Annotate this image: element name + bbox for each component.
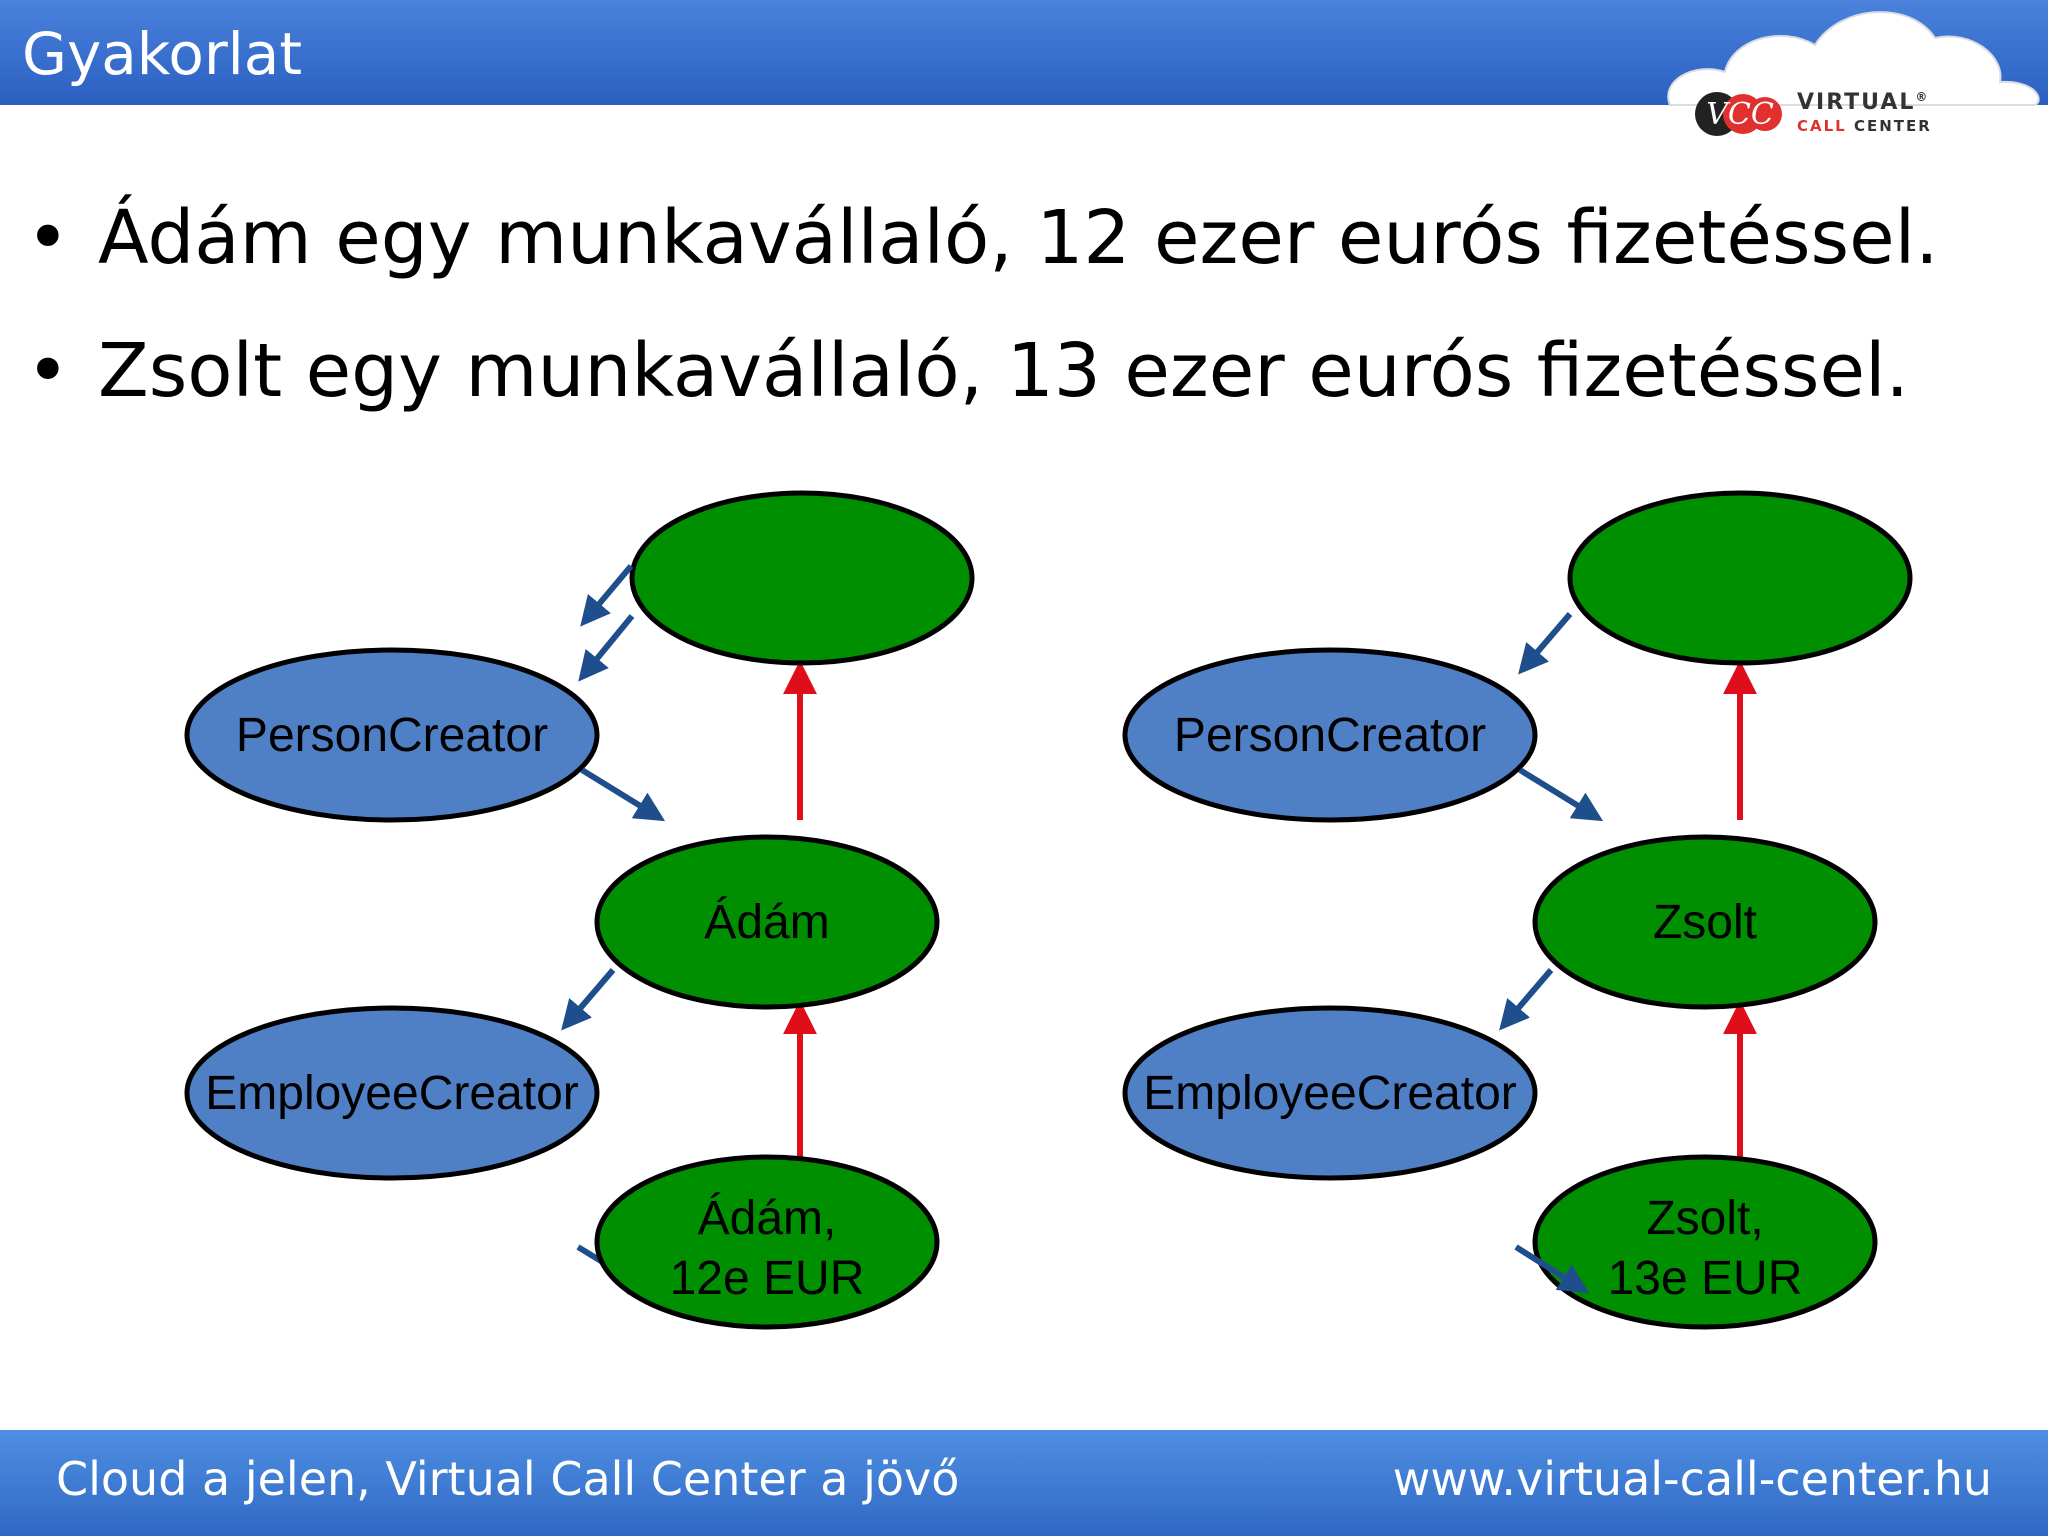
bottom-node-label-line1: Zsolt, bbox=[1646, 1192, 1763, 1245]
bottom-node-label-line1: Ádám, bbox=[698, 1192, 837, 1245]
employee-creator-node bbox=[184, 1005, 600, 1181]
bottom-node-label-line2: 12e EUR bbox=[670, 1252, 865, 1305]
arrow-to-employee-creator bbox=[1499, 968, 1554, 1031]
person-creator-label: PersonCreator bbox=[1174, 709, 1486, 762]
arrow-from-top-node bbox=[1518, 612, 1573, 675]
bullet-item-2: • Zsolt egy munkavállaló, 13 ezer eurós f… bbox=[26, 328, 1909, 414]
logo-text-virtual: VIRTUAL® bbox=[1797, 90, 1929, 115]
diagram-adam: PersonCreator Ádám EmployeeCreator Ádám,… bbox=[184, 490, 975, 1330]
arrow-to-employee-creator bbox=[561, 968, 616, 1031]
bullet-dot-icon: • bbox=[26, 328, 70, 414]
person-creator-label: PersonCreator bbox=[236, 709, 548, 762]
slide-header-bar: Gyakorlat bbox=[0, 0, 2048, 105]
logo-center-word: CENTER bbox=[1853, 117, 1932, 135]
slide-title: Gyakorlat bbox=[22, 20, 303, 88]
employee-creator-label: EmployeeCreator bbox=[1143, 1067, 1517, 1120]
bottom-node-label-line2: 13e EUR bbox=[1608, 1252, 1803, 1305]
arrow-to-person-creator bbox=[578, 614, 635, 682]
bottom-node bbox=[1532, 1154, 1878, 1330]
logo-registered-mark: ® bbox=[1915, 90, 1930, 104]
diagram-zsolt: PersonCreator Zsolt EmployeeCreator Zsol… bbox=[1122, 490, 1913, 1330]
arrow-to-middle-node bbox=[580, 767, 666, 822]
top-node bbox=[629, 490, 975, 666]
cloud-shape bbox=[1667, 11, 2040, 106]
middle-node bbox=[1532, 834, 1878, 1010]
vcc-logo-icon: VCC bbox=[1695, 92, 1782, 136]
slide-footer-bar: Cloud a jelen, Virtual Call Center a jöv… bbox=[0, 1430, 2048, 1536]
bullet-item-1: • Ádám egy munkavállaló, 12 ezer eurós fi… bbox=[26, 195, 1939, 281]
logo-text-call-center: CALL CENTER bbox=[1797, 117, 1932, 135]
object-diagrams: PersonCreator Ádám EmployeeCreator Ádám,… bbox=[184, 490, 1913, 1330]
employee-creator-node bbox=[1122, 1005, 1538, 1181]
arrow-to-bottom-node bbox=[1514, 1244, 1590, 1294]
footer-slogan: Cloud a jelen, Virtual Call Center a jöv… bbox=[56, 1452, 960, 1506]
bullet-text-2: Zsolt egy munkavállaló, 13 ezer eurós fi… bbox=[98, 328, 1910, 414]
person-creator-node bbox=[184, 647, 600, 823]
person-creator-node bbox=[1122, 647, 1538, 823]
logo-mark-text: VCC bbox=[1706, 97, 1774, 132]
bullet-text-1: Ádám egy munkavállaló, 12 ezer eurós fiz… bbox=[98, 195, 1939, 281]
logo-call-word: CALL bbox=[1797, 117, 1847, 135]
middle-node bbox=[594, 834, 940, 1010]
employee-creator-label: EmployeeCreator bbox=[205, 1067, 579, 1120]
middle-node-label: Zsolt bbox=[1653, 896, 1757, 949]
bullet-dot-icon: • bbox=[26, 195, 70, 281]
middle-node-label: Ádám bbox=[704, 896, 829, 949]
arrow-to-middle-node bbox=[1518, 767, 1604, 822]
arrow-from-top-node bbox=[580, 564, 634, 627]
footer-website: www.virtual-call-center.hu bbox=[1392, 1452, 1992, 1506]
bottom-node bbox=[594, 1154, 940, 1330]
logo-virtual-word: VIRTUAL bbox=[1797, 90, 1916, 115]
top-node bbox=[1567, 490, 1913, 666]
